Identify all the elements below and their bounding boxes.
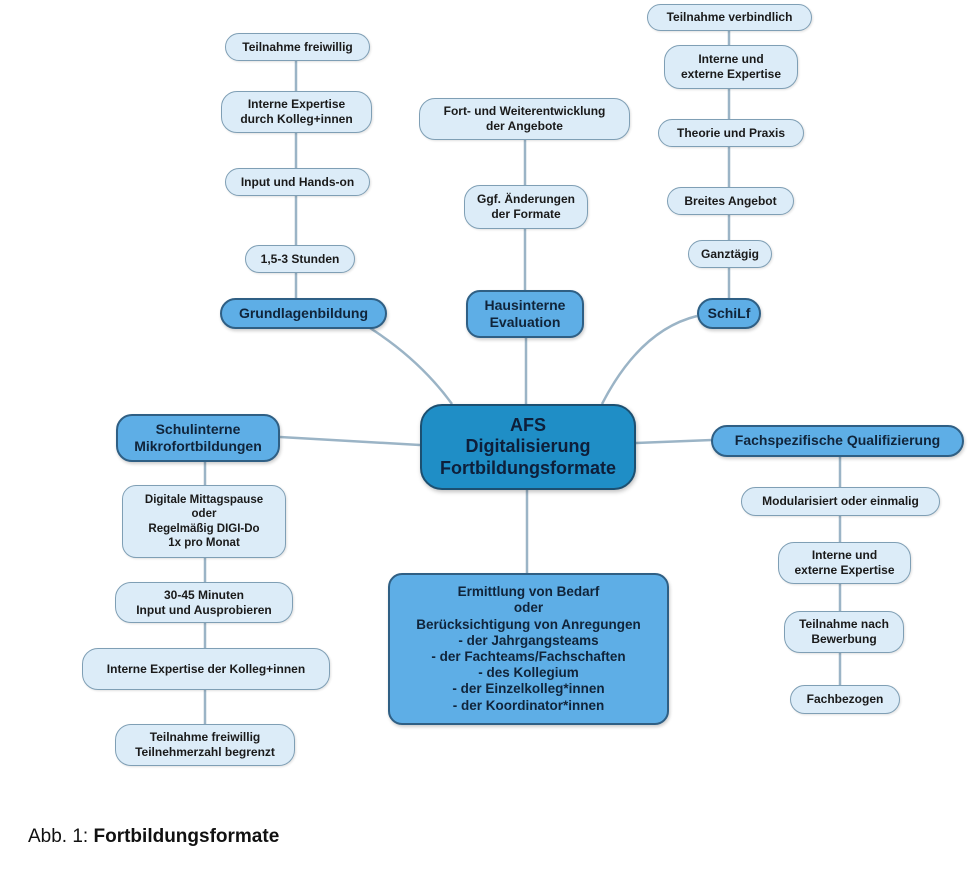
node-modularisiert: Modularisiert oder einmalig — [741, 487, 940, 516]
node-weiterentwicklung: Fort- und Weiterentwicklung der Angebote — [419, 98, 630, 140]
node-teilnahme-bewerbung: Teilnahme nach Bewerbung — [784, 611, 904, 653]
node-teilnahme-verbindlich: Teilnahme verbindlich — [647, 4, 812, 31]
connector — [635, 438, 713, 445]
node-teilnehmerzahl: Teilnahme freiwillig Teilnehmerzahl begr… — [115, 724, 295, 766]
connector — [369, 326, 454, 405]
node-bedarf: Ermittlung von Bedarf oder Berücksichtig… — [388, 573, 669, 725]
node-interne-externe-expertise-fach: Interne und externe Expertise — [778, 542, 911, 584]
caption-title: Fortbildungsformate — [93, 826, 280, 847]
node-breites-angebot: Breites Angebot — [667, 187, 794, 215]
figure-caption: Abb. 1: Fortbildungsformate — [28, 826, 279, 848]
node-mittagspause: Digitale Mittagspause oder Regelmäßig DI… — [122, 485, 286, 558]
node-input-hands-on: Input und Hands-on — [225, 168, 370, 196]
caption-prefix: Abb. 1: — [28, 826, 94, 847]
connector — [279, 435, 421, 447]
branch-fachspezifische-qualifizierung: Fachspezifische Qualifizierung — [711, 425, 964, 457]
branch-schilf: SchiLf — [697, 298, 761, 329]
center-node: AFS Digitalisierung Fortbildungsformate — [420, 404, 636, 490]
branch-hausinterne-evaluation: Hausinterne Evaluation — [466, 290, 584, 338]
node-teilnahme-freiwillig: Teilnahme freiwillig — [225, 33, 370, 61]
node-interne-expertise-der-kolleg: Interne Expertise der Kolleg+innen — [82, 648, 330, 690]
node-interne-expertise-kolleg: Interne Expertise durch Kolleg+innen — [221, 91, 372, 133]
connector — [600, 314, 698, 405]
branch-grundlagenbildung: Grundlagenbildung — [220, 298, 387, 329]
node-interne-externe-expertise-schilf: Interne und externe Expertise — [664, 45, 798, 89]
node-fachbezogen: Fachbezogen — [790, 685, 900, 714]
branch-mikrofortbildungen: Schulinterne Mikrofortbildungen — [116, 414, 280, 462]
node-theorie-praxis: Theorie und Praxis — [658, 119, 804, 147]
node-minuten: 30-45 Minuten Input und Ausprobieren — [115, 582, 293, 623]
node-stunden: 1,5-3 Stunden — [245, 245, 355, 273]
node-ganztaegig: Ganztägig — [688, 240, 772, 268]
node-aenderungen-formate: Ggf. Änderungen der Formate — [464, 185, 588, 229]
